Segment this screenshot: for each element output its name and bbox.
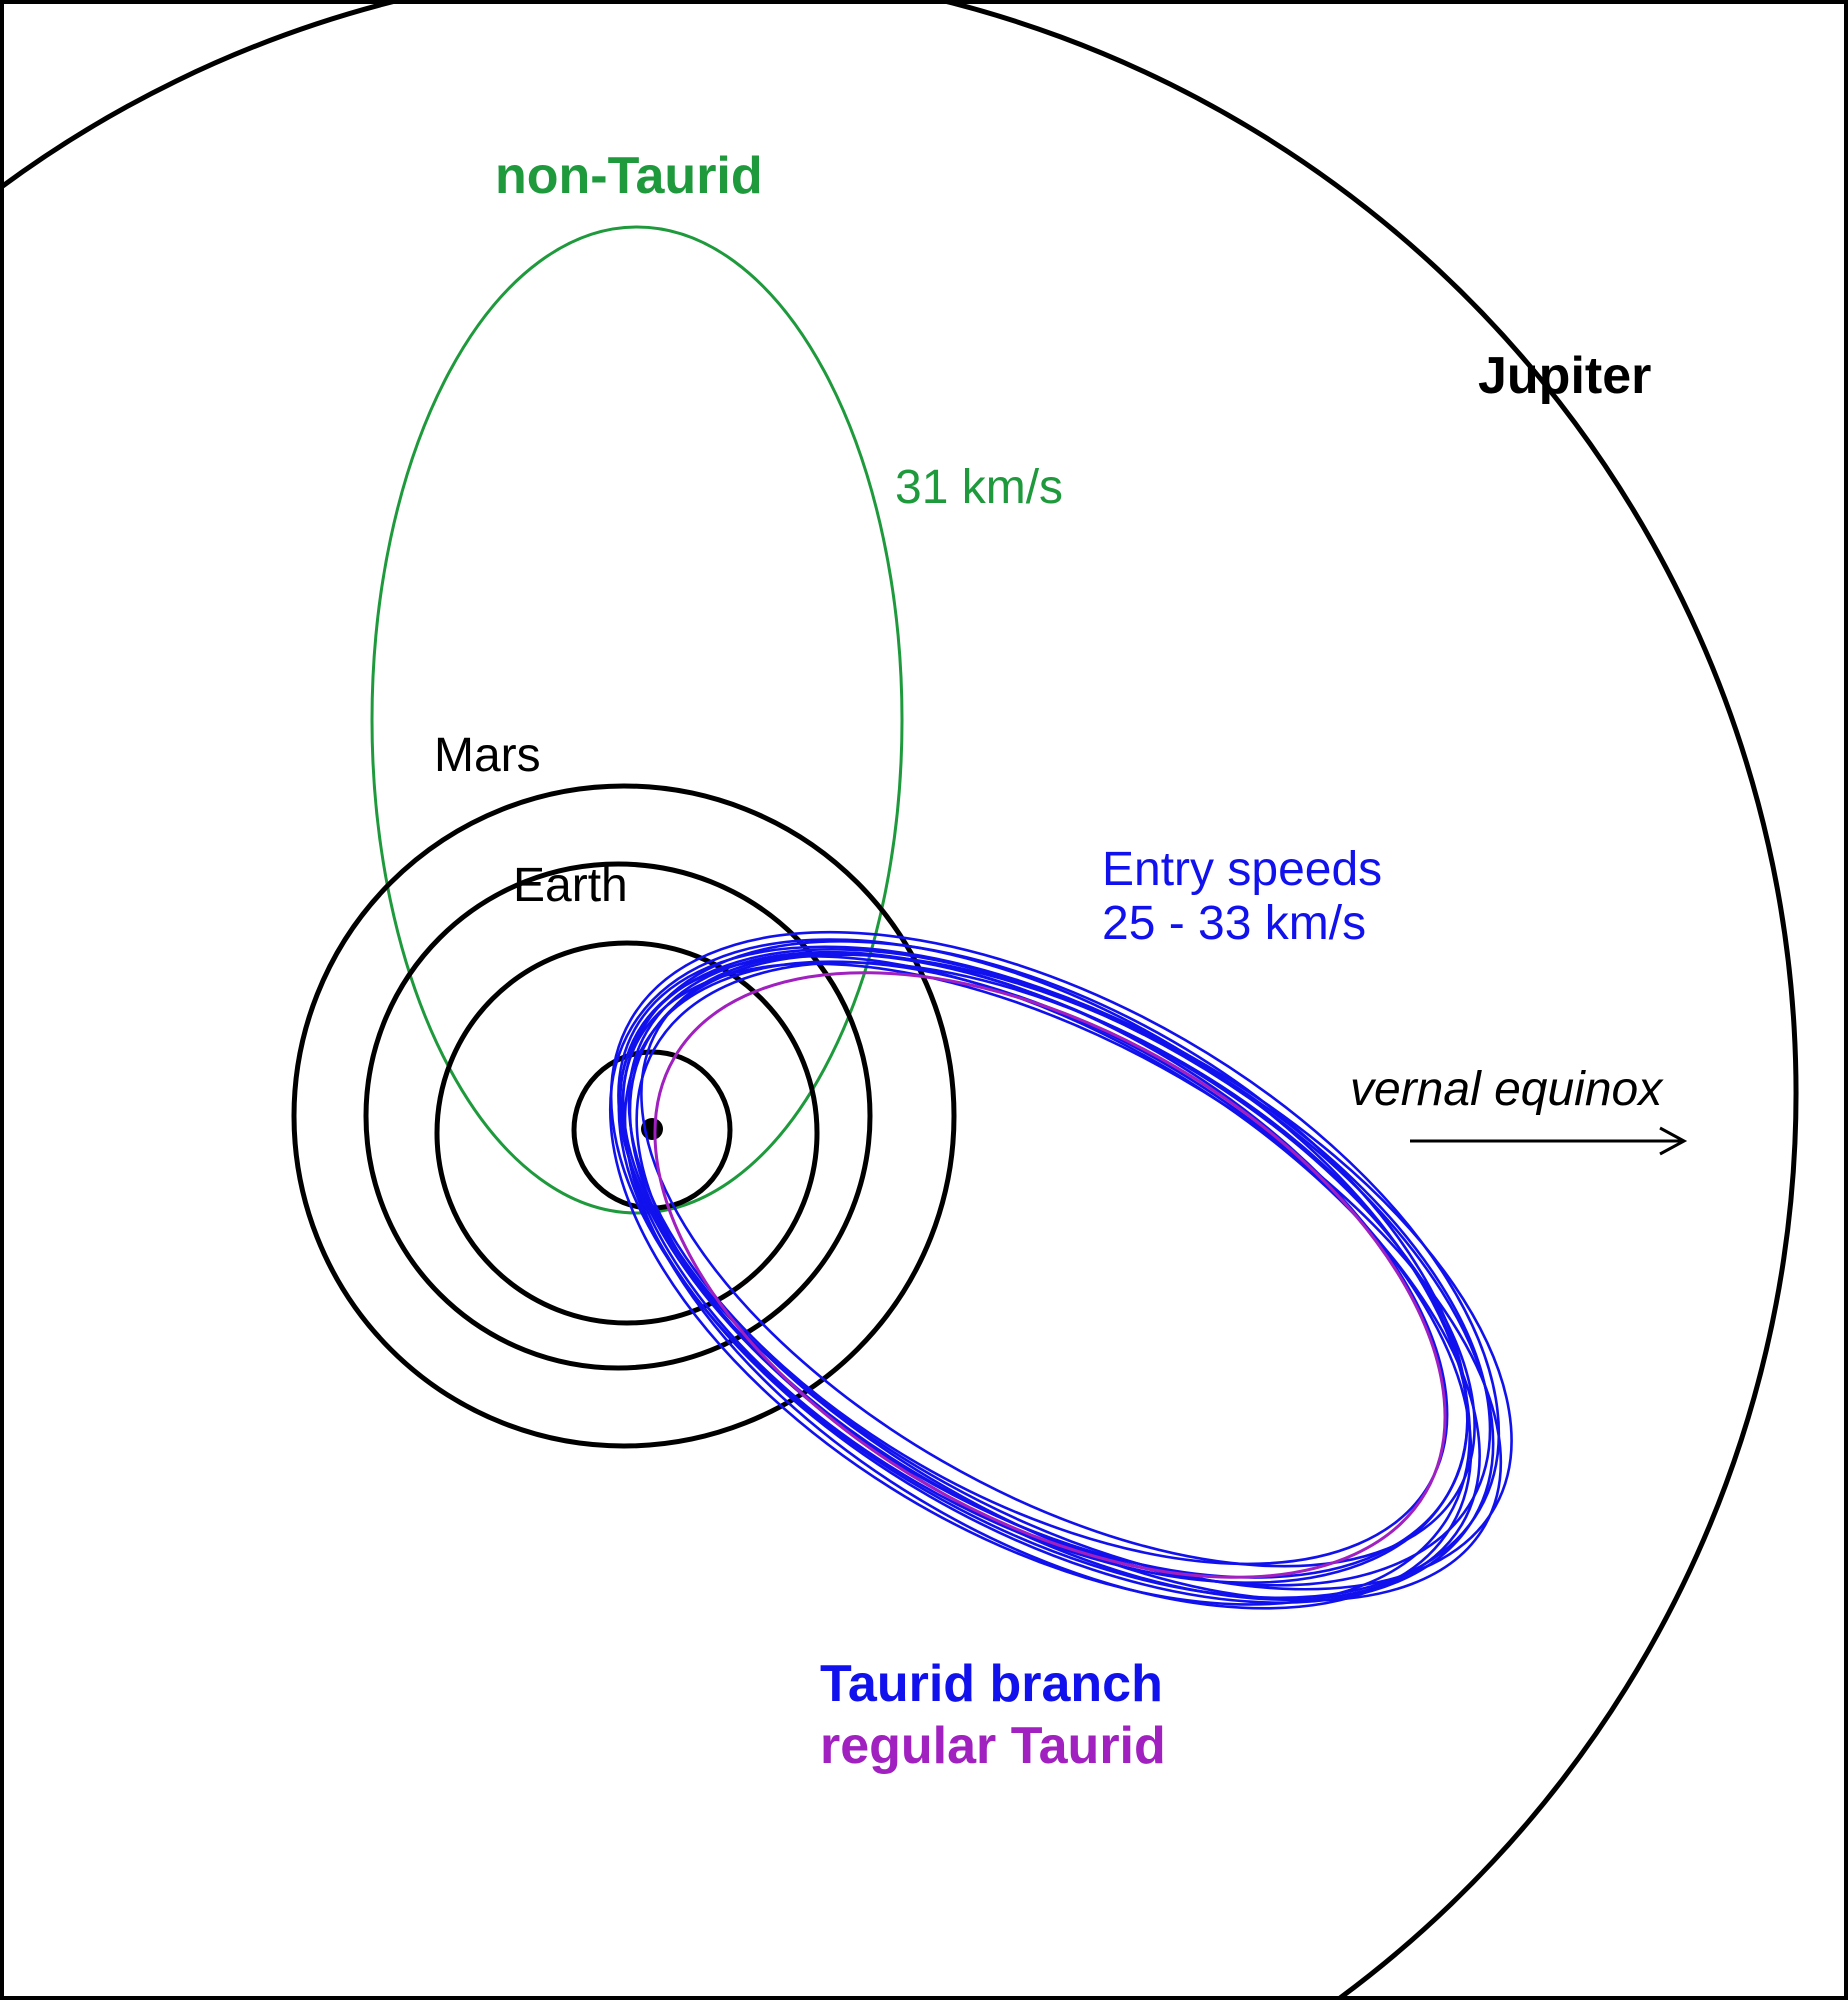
taurid-branch-label: Taurid branch: [820, 1655, 1163, 1713]
mars-label: Mars: [434, 729, 541, 782]
venus-orbit: [434, 940, 820, 1326]
taurid-branch-orbit: [621, 962, 1503, 1602]
non-taurid-label: non-Taurid: [495, 147, 763, 205]
taurid-branch-orbit: [623, 960, 1473, 1610]
non-taurid-orbit: [370, 225, 904, 1215]
earth-orbit: [363, 861, 873, 1371]
entry-speeds-label-line1: Entry speeds: [1102, 843, 1382, 896]
vernal-equinox-label: vernal equinox: [1350, 1063, 1664, 1116]
jupiter-orbit: [0, 0, 1799, 2000]
regular-taurid-label: regular Taurid: [820, 1717, 1166, 1775]
entry-speeds-label-line2: 25 - 33 km/s: [1102, 897, 1366, 950]
vernal-equinox-arrow-icon: [1410, 1126, 1688, 1156]
taurid-branch-orbit: [635, 961, 1469, 1579]
taurid-branch-orbit: [617, 945, 1513, 1591]
taurid-branch-orbit: [617, 948, 1495, 1604]
jupiter-label: Jupiter: [1478, 347, 1651, 405]
mars-orbit: [291, 783, 957, 1449]
taurid-branch-orbit: [640, 952, 1476, 1568]
regular-taurid-orbit: [653, 971, 1447, 1579]
non-taurid-speed-label: 31 km/s: [895, 461, 1063, 514]
taurid-branch-orbits: [608, 930, 1513, 1610]
earth-label: Earth: [513, 859, 628, 912]
